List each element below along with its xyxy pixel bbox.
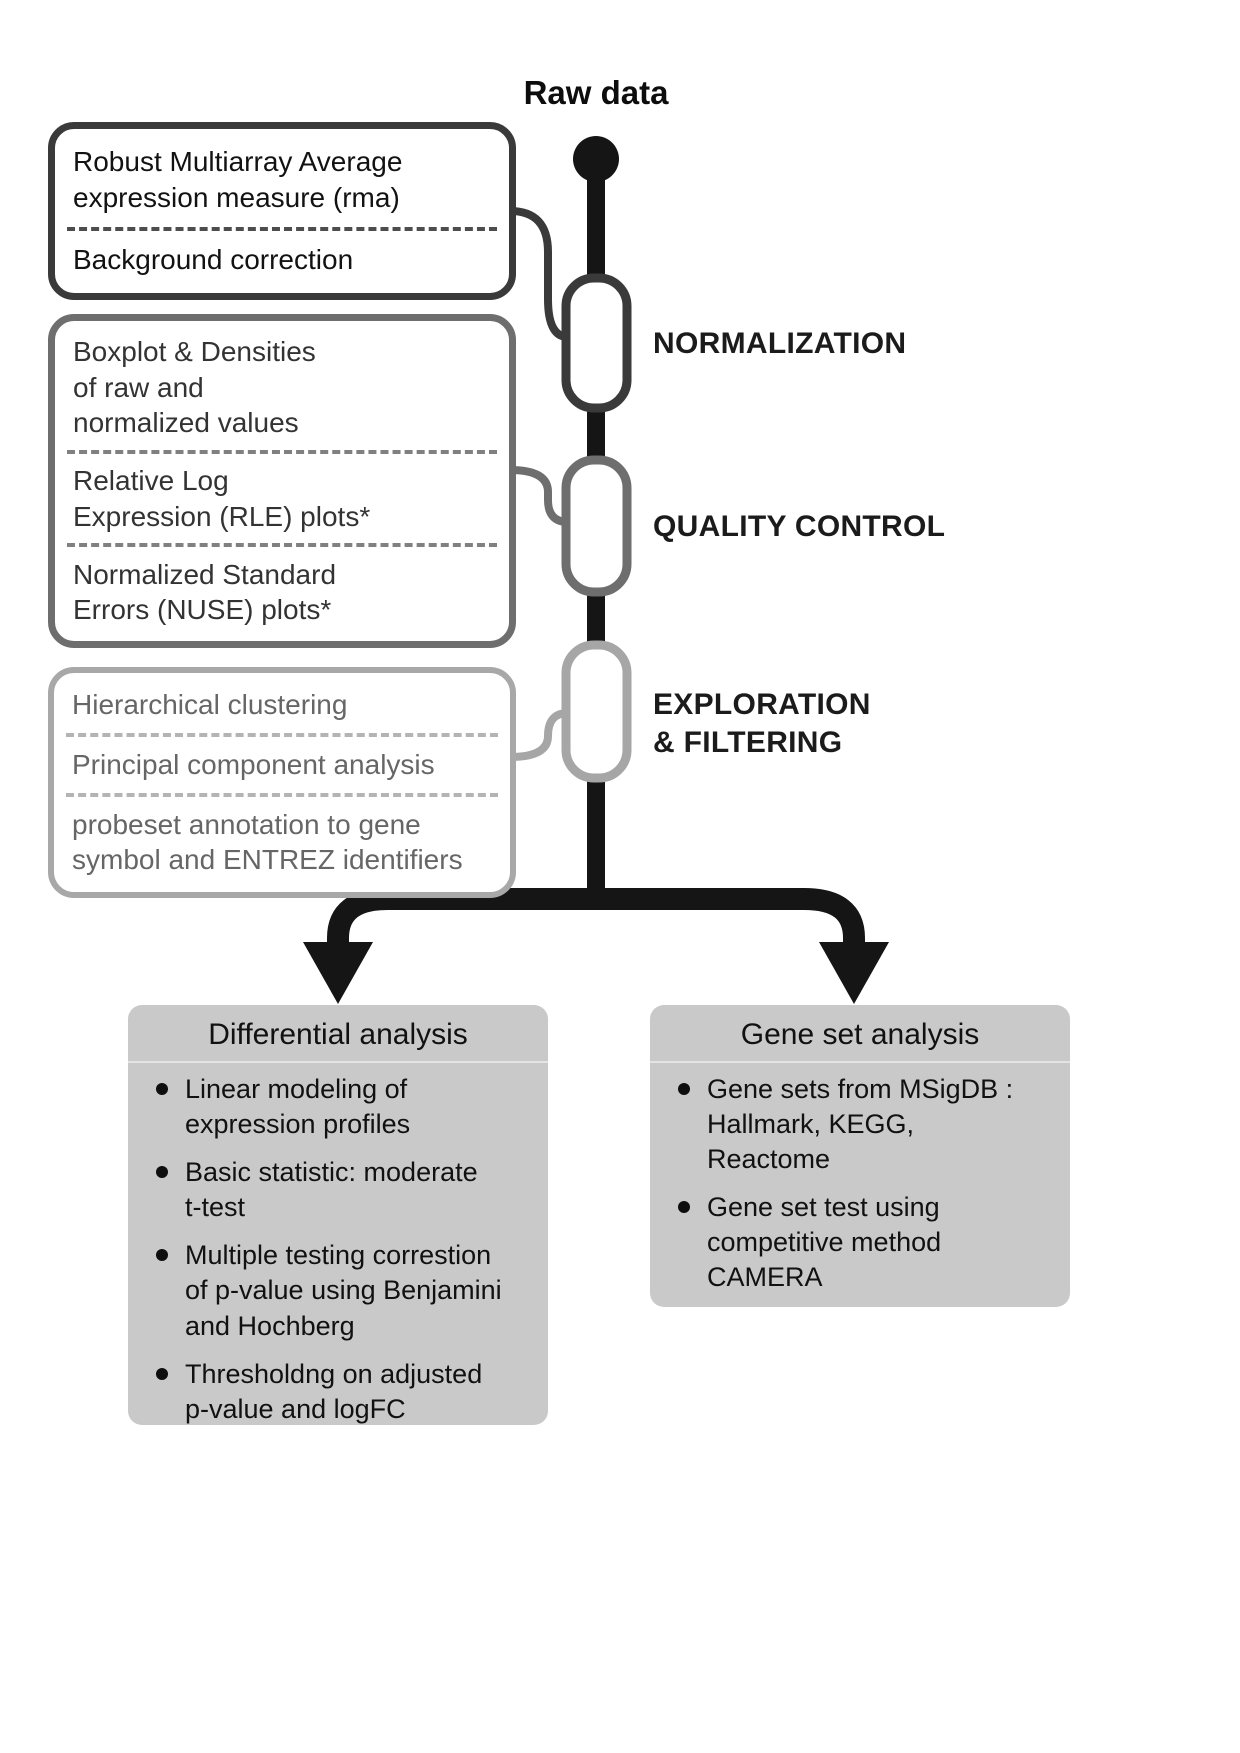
right-arrowhead-icon xyxy=(819,942,889,1004)
dashed-divider xyxy=(67,450,497,455)
bullet-item: Thresholdng on adjusted p-value and logF… xyxy=(128,1348,548,1425)
bullet-icon xyxy=(678,1201,690,1214)
stage-label-quality-control: QUALITY CONTROL xyxy=(653,510,946,543)
dashed-divider xyxy=(66,792,498,797)
normalization-connector xyxy=(506,207,572,341)
stage-label-exploration-filtering: EXPLORATION & FILTERING xyxy=(653,688,871,759)
normalization-node xyxy=(561,273,632,413)
quality-control-methods-box: Boxplot & Densities of raw and normalize… xyxy=(48,314,516,648)
bullet-icon xyxy=(156,1083,168,1095)
bullet-text: Gene sets from MSigDB : Hallmark, KEGG, … xyxy=(707,1074,1014,1175)
branch-connector xyxy=(327,888,865,950)
method-item: Normalized Standard Errors (NUSE) plots* xyxy=(73,558,337,626)
differential-analysis-box: Differential analysis Linear modeling of… xyxy=(128,1005,548,1425)
bullet-item: Linear modeling of expression profiles xyxy=(128,1063,548,1146)
dashed-divider xyxy=(67,226,497,231)
dashed-divider xyxy=(67,543,497,548)
bullet-text: Basic statistic: moderate t-test xyxy=(185,1157,478,1223)
bullet-icon xyxy=(678,1083,690,1095)
analysis-title: Differential analysis xyxy=(128,1005,548,1063)
quality-control-connector xyxy=(506,466,572,526)
exploration-connector xyxy=(506,709,572,761)
dashed-divider xyxy=(66,732,498,737)
bullet-item: Gene sets from MSigDB : Hallmark, KEGG, … xyxy=(650,1063,1070,1181)
method-item: probeset annotation to gene symbol and E… xyxy=(72,808,463,876)
bullet-text: Gene set test using competitive method C… xyxy=(707,1192,942,1293)
exploration-node xyxy=(561,640,632,783)
bullet-item: Gene set test using competitive method C… xyxy=(650,1181,1070,1299)
stage-label-normalization: NORMALIZATION xyxy=(653,327,907,360)
method-item: Hierarchical clustering xyxy=(72,689,348,721)
raw-data-label: Raw data xyxy=(523,74,669,111)
method-item: Robust Multiarray Average expression mea… xyxy=(73,146,403,213)
bullet-item: Basic statistic: moderate t-test xyxy=(128,1146,548,1229)
method-item: Boxplot & Densities of raw and normalize… xyxy=(73,336,316,439)
bullet-item: Multiple testing correstion of p-value u… xyxy=(128,1229,548,1347)
bullet-text: Linear modeling of expression profiles xyxy=(185,1074,411,1140)
method-item: Relative Log Expression (RLE) plots* xyxy=(73,465,371,532)
bullet-text: Multiple testing correstion of p-value u… xyxy=(185,1240,502,1341)
quality-control-node xyxy=(561,455,632,597)
bullet-icon xyxy=(156,1166,168,1179)
method-item: Principal component analysis xyxy=(72,748,435,780)
gene-set-analysis-box: Gene set analysis Gene sets from MSigDB … xyxy=(650,1005,1070,1307)
bullet-text: Thresholdng on adjusted p-value and logF… xyxy=(185,1358,483,1424)
left-arrowhead-icon xyxy=(303,942,373,1004)
exploration-methods-box: Hierarchical clustering Principal compon… xyxy=(48,667,516,898)
normalization-methods-box: Robust Multiarray Average expression mea… xyxy=(48,122,516,300)
bullet-icon xyxy=(156,1249,168,1262)
bullet-icon xyxy=(156,1367,168,1380)
method-item: Background correction xyxy=(73,244,354,276)
analysis-title: Gene set analysis xyxy=(650,1005,1070,1063)
raw-data-dot xyxy=(573,136,619,182)
